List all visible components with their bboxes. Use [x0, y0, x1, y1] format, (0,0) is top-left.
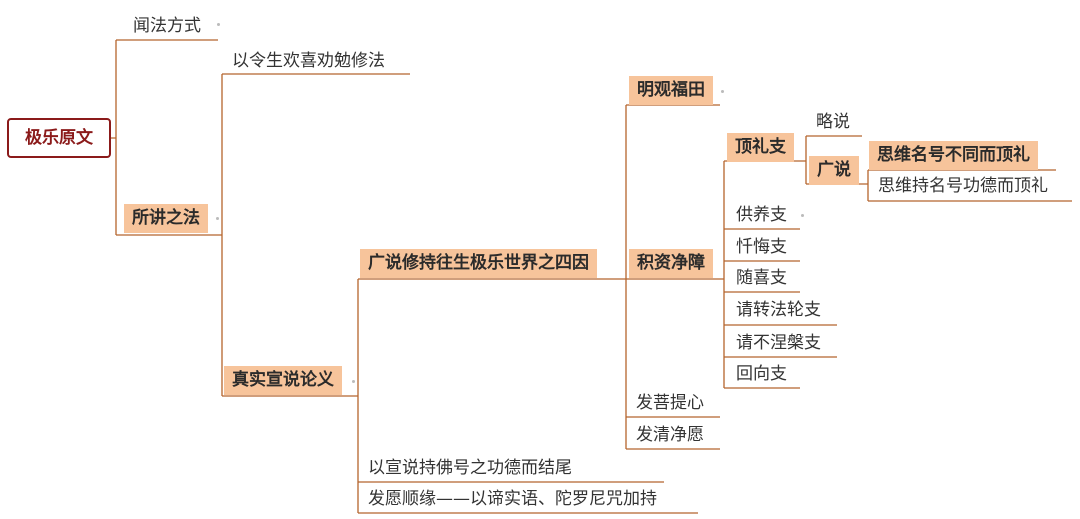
node-zhenshi[interactable]: 真实宣说论义 — [224, 366, 342, 395]
collapse-dot-icon — [801, 214, 804, 217]
node-huixiang[interactable]: 回向支 — [736, 364, 787, 384]
collapse-dot-icon — [216, 217, 219, 220]
node-chigongde[interactable]: 思维持名号功德而顶礼 — [878, 176, 1048, 196]
root-node[interactable]: 极乐原文 — [7, 118, 111, 158]
node-zhuanfalun[interactable]: 请转法轮支 — [736, 300, 821, 320]
node-wenfa[interactable]: 闻法方式 — [133, 16, 201, 36]
node-buniepan[interactable]: 请不涅槃支 — [736, 333, 821, 353]
collapse-dot-icon — [721, 90, 724, 93]
node-guangshuo[interactable]: 广说 — [809, 156, 859, 185]
node-mingguan[interactable]: 明观福田 — [629, 76, 713, 105]
node-lingsheng[interactable]: 以令生欢喜劝勉修法 — [232, 51, 385, 71]
node-jiewei[interactable]: 以宣说持佛号之功德而结尾 — [368, 458, 572, 478]
node-jizi[interactable]: 积资净障 — [629, 249, 713, 278]
collapse-dot-icon — [352, 380, 355, 383]
root-label: 极乐原文 — [25, 127, 93, 148]
node-gongyang[interactable]: 供养支 — [736, 205, 787, 225]
node-siyin[interactable]: 广说修持往生极乐世界之四因 — [360, 249, 597, 278]
node-lueshuo[interactable]: 略说 — [816, 112, 850, 132]
node-mingbutong[interactable]: 思维名号不同而顶礼 — [869, 141, 1038, 170]
node-putixin[interactable]: 发菩提心 — [636, 393, 704, 413]
node-suojiang[interactable]: 所讲之法 — [124, 204, 208, 233]
node-dingli[interactable]: 顶礼支 — [727, 133, 794, 162]
node-qingjingyuan[interactable]: 发清净愿 — [636, 425, 704, 445]
collapse-dot-icon — [217, 23, 220, 26]
node-chanhui[interactable]: 忏悔支 — [736, 237, 787, 257]
node-suixi[interactable]: 随喜支 — [736, 268, 787, 288]
node-fayuan-shunyuan[interactable]: 发愿顺缘——以谛实语、陀罗尼咒加持 — [368, 489, 657, 509]
